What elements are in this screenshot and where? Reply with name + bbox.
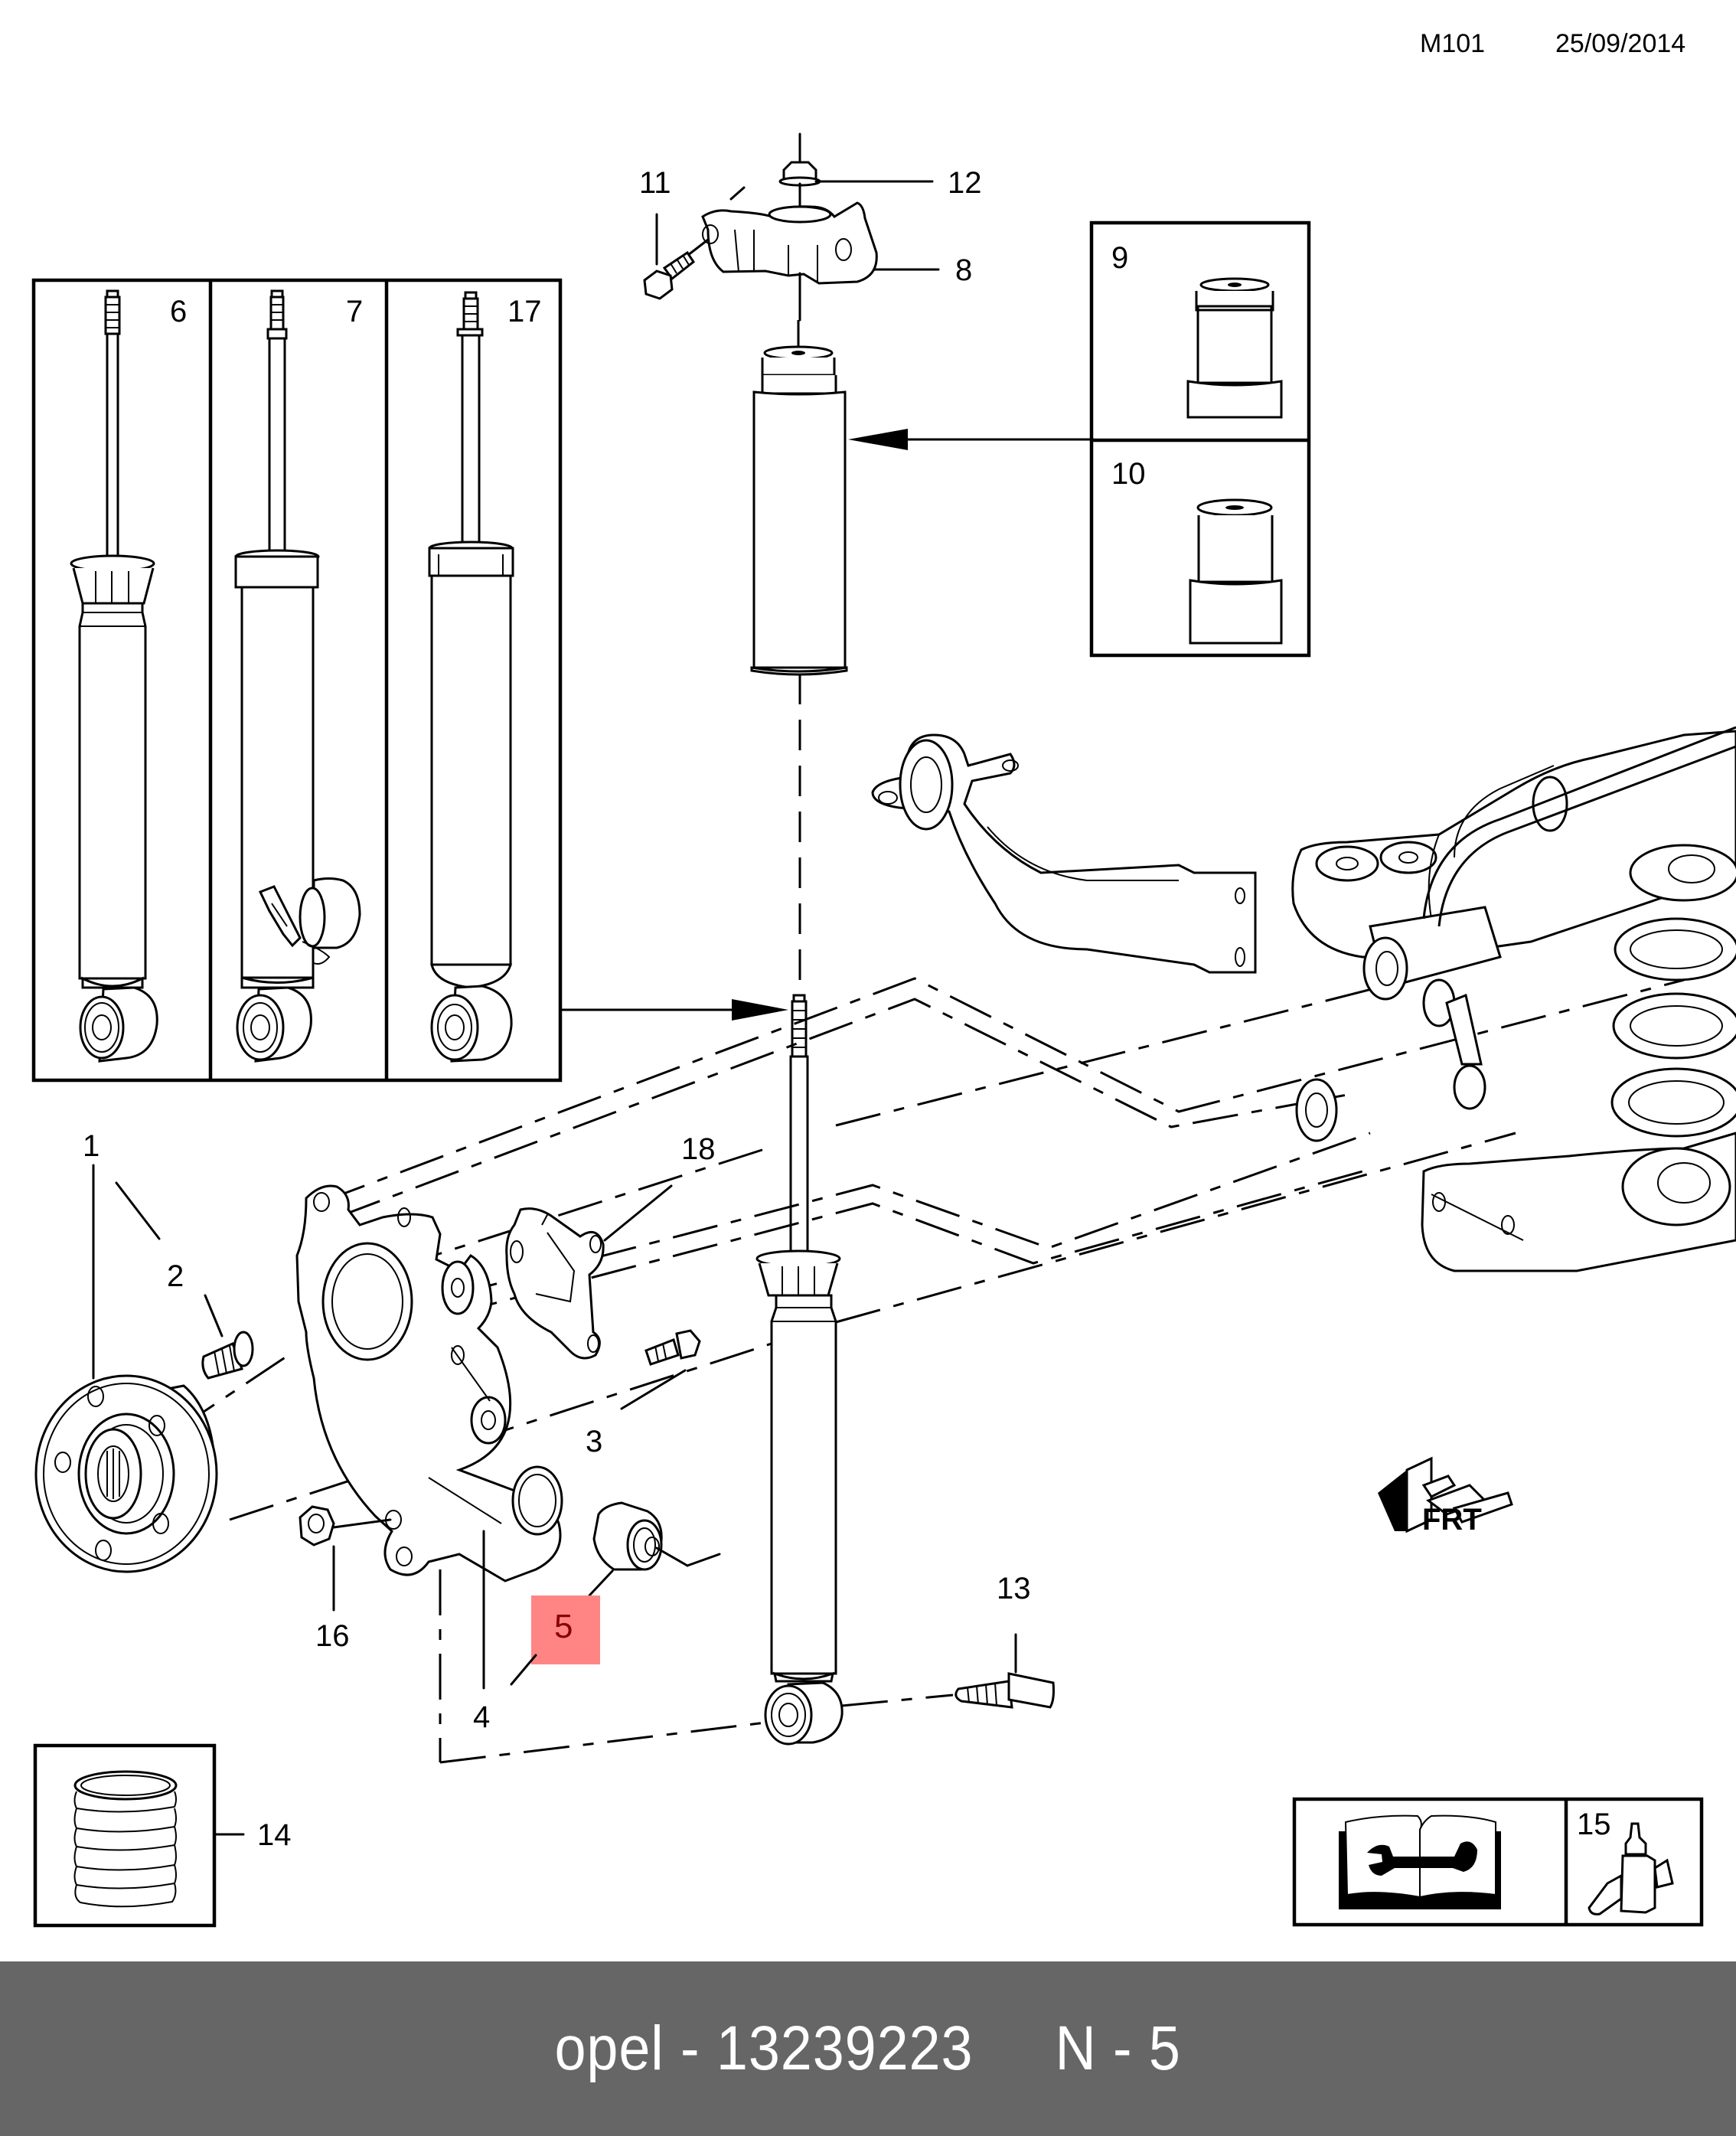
main-shock-absorber[interactable] <box>755 994 844 1746</box>
knuckle-bolt[interactable] <box>644 1329 701 1366</box>
arrow-to-shock-icon <box>732 999 788 1021</box>
callout-14: 14 <box>257 1818 292 1852</box>
callout-18: 18 <box>681 1132 716 1166</box>
callout-10: 10 <box>1111 457 1146 491</box>
shock-absorber-variant-6[interactable] <box>70 289 158 1063</box>
callout-7: 7 <box>346 295 363 328</box>
thread-locker-bottle-icon <box>1588 1822 1674 1916</box>
diagram-code: M101 <box>1420 29 1485 58</box>
parts-diagram: M101 25/09/2014 11 12 8 <box>31 29 1736 1928</box>
lower-shock-bolt[interactable] <box>954 1672 1055 1709</box>
repair-manual-wrench-icon <box>1339 1814 1501 1909</box>
variant-box-boot-14 <box>33 1743 217 1928</box>
dust-boot-bump-stop[interactable] <box>750 320 848 676</box>
arrow-to-boot-icon <box>848 429 908 450</box>
callout-8: 8 <box>955 253 972 287</box>
info-box-tools <box>1292 1797 1704 1927</box>
callout-13: 13 <box>997 1572 1031 1605</box>
knuckle-nut[interactable] <box>299 1505 335 1546</box>
wheel-hub[interactable] <box>34 1374 218 1573</box>
callout-12: 12 <box>948 166 982 200</box>
mount-bolt[interactable] <box>643 238 710 300</box>
callout-4: 4 <box>473 1700 490 1734</box>
boot-variant-10[interactable] <box>1189 498 1283 645</box>
footer-banner: opel - 13239223 N - 5 <box>0 1961 1736 2136</box>
shock-absorber-variant-17[interactable] <box>428 291 514 1063</box>
callout-9: 9 <box>1111 241 1128 275</box>
steering-knuckle[interactable] <box>295 1184 563 1582</box>
highlight-callout-box[interactable] <box>531 1595 600 1664</box>
callout-3: 3 <box>586 1425 602 1458</box>
callout-6: 6 <box>170 295 187 328</box>
callout-15: 15 <box>1577 1808 1611 1841</box>
callout-2: 2 <box>167 1259 184 1293</box>
upper-mount-bracket[interactable] <box>701 132 878 322</box>
callout-5[interactable]: 5 <box>554 1608 573 1645</box>
mount-nut[interactable] <box>778 161 821 187</box>
callout-11: 11 <box>639 166 671 200</box>
boot-variant-9[interactable] <box>1186 277 1283 419</box>
wheel-stud[interactable] <box>201 1331 254 1380</box>
knuckle-bushing[interactable] <box>592 1501 721 1571</box>
callout-1: 1 <box>83 1129 100 1163</box>
callout-16: 16 <box>315 1619 350 1653</box>
diagram-date: 25/09/2014 <box>1555 29 1685 58</box>
protective-bellows[interactable] <box>73 1770 178 1908</box>
svg-text:FRT: FRT <box>1422 1503 1482 1537</box>
front-direction-icon: FRT <box>1378 1456 1513 1537</box>
rear-subframe-assembly <box>871 726 1736 1272</box>
shock-absorber-variant-7[interactable] <box>234 289 361 1063</box>
variant-box-shocks <box>31 278 563 1083</box>
callout-17: 17 <box>507 295 542 328</box>
abs-sensor-cover[interactable] <box>505 1207 605 1360</box>
part-number-caption: opel - 13239223 N - 5 <box>554 2014 1182 2083</box>
